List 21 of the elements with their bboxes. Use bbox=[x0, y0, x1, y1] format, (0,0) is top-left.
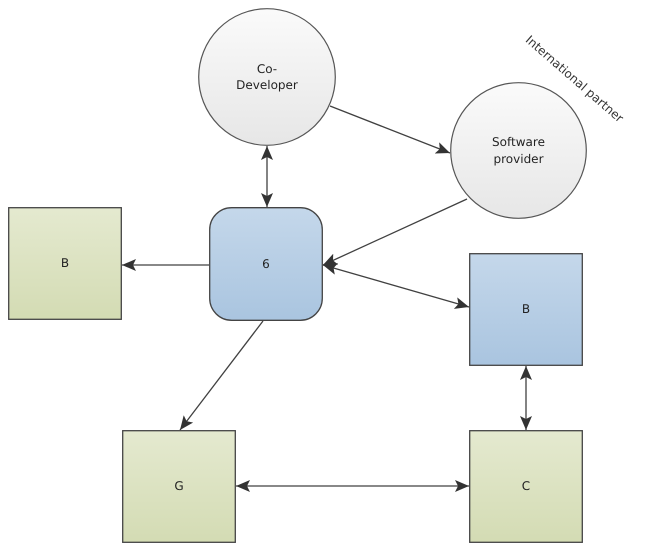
square-box bbox=[122, 430, 236, 543]
arrow bbox=[179, 320, 264, 430]
square-box bbox=[469, 253, 583, 366]
arrow bbox=[322, 263, 470, 309]
arrow bbox=[330, 105, 450, 154]
node-label: B bbox=[60, 255, 70, 272]
circle-node bbox=[198, 8, 336, 146]
rounded-box bbox=[209, 207, 323, 321]
arrow bbox=[520, 366, 532, 430]
arrow bbox=[261, 146, 273, 207]
square-box bbox=[8, 207, 122, 320]
square-box bbox=[469, 430, 583, 543]
node-label: C bbox=[522, 478, 530, 495]
arrow bbox=[122, 259, 209, 271]
node-label: G bbox=[174, 478, 184, 495]
arrow bbox=[322, 198, 468, 266]
node-label: Software provider bbox=[491, 134, 546, 167]
node-label: 6 bbox=[262, 256, 270, 272]
node-label: Co-Developer bbox=[235, 60, 299, 94]
arrow bbox=[236, 480, 469, 492]
node-label: B bbox=[522, 301, 530, 318]
